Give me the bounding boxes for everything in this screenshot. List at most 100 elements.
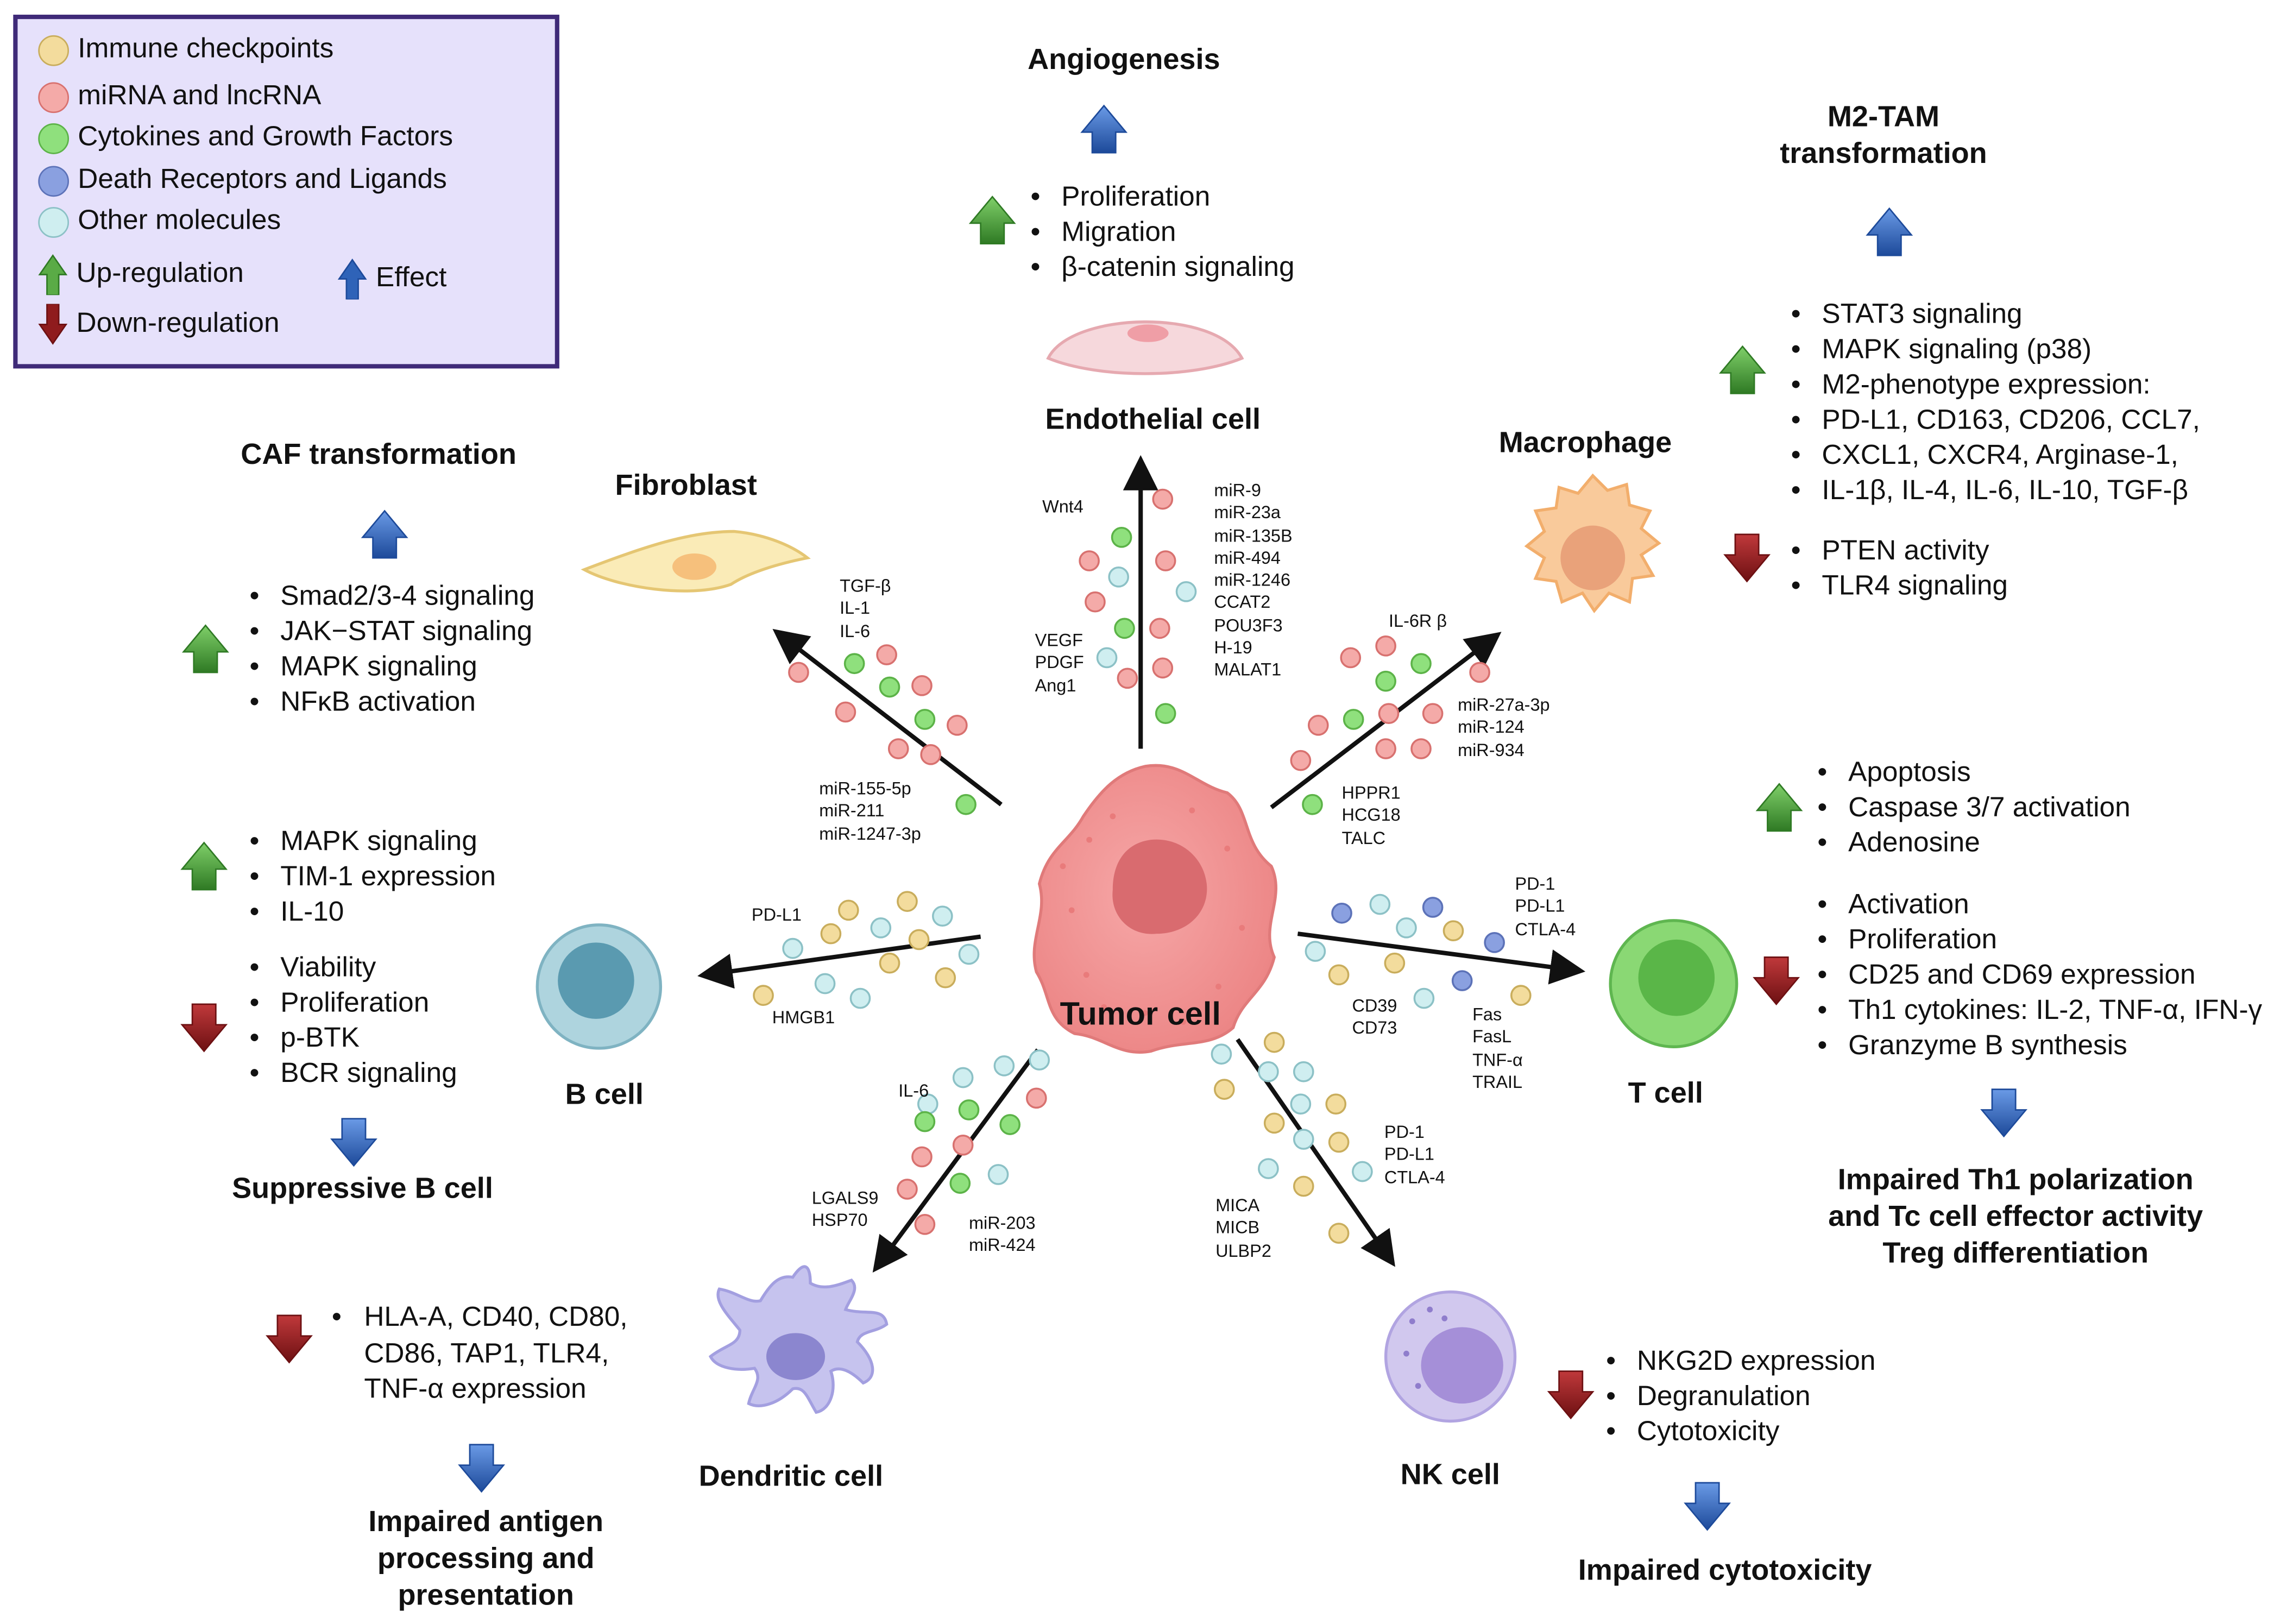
molecule-label: PD-1 — [1384, 1122, 1425, 1142]
arrow-to-fibroblast — [772, 628, 1003, 807]
list-item: Adenosine — [1809, 827, 2131, 862]
molecule-label: H-19 — [1214, 637, 1252, 658]
legend-label: Down-regulation — [76, 308, 280, 339]
molecule-label: VEGF — [1035, 630, 1083, 651]
death-receptor-swatch — [38, 165, 70, 196]
list-item: NKG2D expression — [1597, 1345, 1875, 1380]
macrophage-down-list: PTEN activity TLR4 signaling — [1782, 534, 2008, 605]
endothelial-mol-wnt: Wnt4 — [1042, 496, 1083, 519]
dendritic-cell-label: Dendritic cell — [698, 1461, 884, 1493]
up-arrow-macrophage — [1719, 345, 1766, 394]
molecule-label: TRAIL — [1472, 1071, 1523, 1092]
nk-mol-ligands: MICA MICB ULBP2 — [1215, 1195, 1271, 1262]
up-arrow-tcell — [1755, 783, 1803, 832]
macrophage-mol-receptor: IL-6R β — [1389, 610, 1447, 633]
list-item: p-BTK — [241, 1022, 457, 1057]
effect-arrow-caf — [361, 509, 408, 559]
arrow-to-macrophage — [1270, 632, 1502, 809]
molecule-label: miR-23a — [1214, 502, 1281, 524]
arrow-to-dendritic — [872, 1048, 1040, 1273]
molecule-label: IL-1 — [840, 597, 871, 619]
bcell-label: B cell — [565, 1079, 644, 1112]
endothelial-up-list: Proliferation Migration β-catenin signal… — [1022, 180, 1294, 286]
up-regulation-icon — [38, 254, 68, 295]
legend: Immune checkpoints miRNA and lncRNA Cyto… — [13, 15, 559, 369]
effect-arrow-bcell — [330, 1118, 377, 1167]
molecule-label: PD-L1 — [1384, 1144, 1434, 1165]
list-item: Proliferation — [1809, 923, 2262, 959]
bullet: • — [331, 1302, 342, 1333]
list-item: Granzyme B synthesis — [1809, 1029, 2262, 1065]
list-item-text: CD86, TAP1, TLR4, — [364, 1338, 609, 1369]
effect-arrow-angiogenesis — [1080, 104, 1128, 154]
down-regulation-icon — [38, 304, 68, 345]
endothelial-mol-mirna: miR-9 miR-23a miR-135B miR-494 miR-1246 … — [1214, 480, 1292, 682]
legend-label: Up-regulation — [76, 258, 244, 289]
molecule-label: miR-1247-3p — [819, 823, 921, 844]
list-item: BCR signaling — [241, 1057, 457, 1092]
nk-down-list: NKG2D expression Degranulation Cytotoxic… — [1597, 1345, 1876, 1451]
indicator-arrows — [180, 104, 2028, 1531]
legend-up-regulation: Up-regulation — [38, 254, 244, 295]
fibroblast-cell — [581, 530, 811, 593]
dots-bcell — [753, 891, 980, 1009]
list-item: Smad2/3-4 signaling — [241, 580, 535, 615]
list-item: • HLA-A, CD40, CD80, — [323, 1301, 628, 1337]
fibroblast-up-list: Smad2/3-4 signaling JAK−STAT signaling M… — [241, 580, 535, 721]
molecule-label: CD39 — [1352, 995, 1397, 1016]
list-item: Viability — [241, 952, 457, 987]
dendritic-outcome-line: processing and — [377, 1543, 595, 1576]
dendritic-mol-cytokine: IL-6 — [898, 1080, 929, 1103]
list-item: MAPK signaling — [241, 650, 534, 685]
list-item: Cytotoxicity — [1597, 1415, 1876, 1451]
down-arrow-bcell — [180, 1003, 228, 1053]
tcell-mol-ectoenzymes: CD39 CD73 — [1352, 996, 1397, 1041]
list-item: PTEN activity — [1782, 534, 2008, 570]
macrophage-cell-label: Macrophage — [1498, 427, 1672, 460]
molecule-label: miR-203 — [968, 1212, 1036, 1233]
nk-mol-checkpoints: PD-1 PD-L1 CTLA-4 — [1384, 1122, 1445, 1189]
list-item: PD-L1, CD163, CD206, CCL7, — [1782, 404, 2200, 439]
list-item-text: CXCL1, CXCR4, Arginase-1, — [1822, 440, 2178, 471]
bcell-mol-other: HMGB1 — [772, 1007, 835, 1029]
up-arrow-fibroblast — [181, 624, 229, 673]
molecule-label: PDGF — [1035, 652, 1084, 673]
molecule-label: PD-1 — [1515, 873, 1555, 895]
molecule-label: CTLA-4 — [1515, 918, 1576, 939]
bcell-down-list: Viability Proliferation p-BTK BCR signal… — [241, 952, 457, 1092]
t-cell — [1609, 919, 1738, 1048]
list-item-continuation: IL-1β, IL-4, IL-6, IL-10, TGF-β — [1782, 474, 2200, 509]
dendritic-cell — [708, 1265, 889, 1414]
molecule-label: IL-6 — [840, 620, 871, 641]
up-arrow-endothelial — [968, 196, 1016, 245]
tumor-cell — [1032, 764, 1277, 1054]
nk-cell — [1384, 1290, 1517, 1423]
molecule-label: TGF-β — [840, 575, 891, 596]
list-item: Proliferation — [241, 986, 457, 1022]
list-item: Degranulation — [1597, 1380, 1876, 1415]
dots-endothelial — [1079, 488, 1197, 724]
macrophage-mol-mirna: miR-27a-3p miR-124 miR-934 — [1458, 695, 1549, 762]
legend-down-regulation: Down-regulation — [38, 304, 280, 345]
dendritic-down-list: • HLA-A, CD40, CD80, CD86, TAP1, TLR4, T… — [323, 1301, 628, 1409]
dendritic-outcome-line: Impaired antigen — [368, 1506, 603, 1539]
fibroblast-mol-mirna: miR-155-5p miR-211 miR-1247-3p — [819, 778, 921, 846]
molecule-label: MALAT1 — [1214, 659, 1282, 681]
molecule-label: miR-27a-3p — [1458, 694, 1550, 715]
list-item-continuation: CD86, TAP1, TLR4, — [323, 1337, 628, 1373]
legend-death-receptors: Death Receptors and Ligands — [38, 165, 447, 197]
list-item-text: TNF-α expression — [364, 1374, 587, 1405]
molecule-label: Wnt4 — [1042, 496, 1083, 517]
tcell-outcome-line: and Tc cell effector activity — [1828, 1201, 2203, 1233]
arrow-to-tcell — [1297, 931, 1586, 985]
legend-label: Immune checkpoints — [78, 34, 334, 65]
effect-arrow-tcell — [1980, 1088, 2028, 1138]
angiogenesis-title: Angiogenesis — [1028, 44, 1220, 77]
tcell-mol-death-ligands: Fas FasL TNF-α TRAIL — [1472, 1004, 1523, 1094]
down-arrow-nk — [1547, 1370, 1595, 1420]
bcell-up-list: MAPK signaling TIM-1 expression IL-10 — [241, 825, 496, 931]
mirna-swatch — [38, 81, 70, 112]
list-item-continuation: TNF-α expression — [323, 1373, 628, 1408]
